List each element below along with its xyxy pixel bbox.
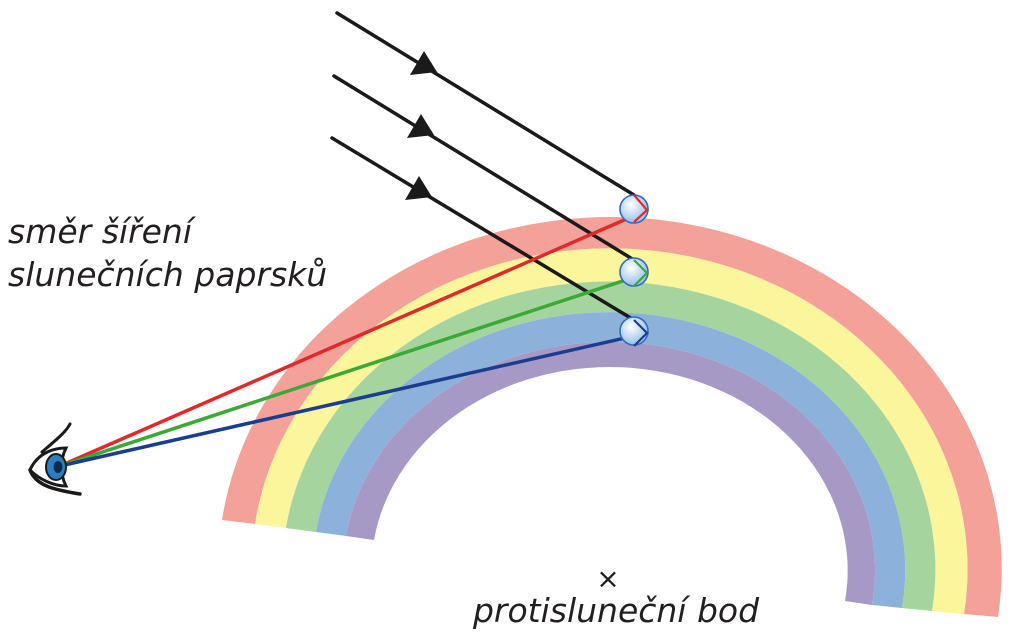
sun-direction-label-line2: slunečních paprsků	[8, 255, 327, 294]
sun-ray-1	[335, 11, 636, 197]
sun-ray-3	[330, 136, 636, 322]
raindrop-icon	[619, 194, 649, 224]
raindrops	[619, 194, 649, 347]
ray-green	[58, 271, 649, 468]
rainbow	[222, 217, 1002, 618]
arrowhead-icon	[407, 114, 434, 138]
arrowhead-icon	[410, 51, 437, 75]
sun-ray-arrowheads	[405, 51, 437, 200]
eye-icon	[28, 422, 82, 496]
arrowhead-icon	[405, 176, 432, 200]
raindrop-icon	[619, 316, 649, 347]
sun-rays	[330, 11, 636, 322]
raindrop-icon	[619, 257, 649, 287]
reflected-rays	[58, 208, 649, 468]
antisolar-point-label: protisluneční bod	[472, 591, 760, 630]
sun-ray-2	[332, 74, 636, 262]
ray-red	[58, 208, 649, 468]
antisolar-point-marker: ×	[596, 562, 619, 595]
ray-blue	[58, 331, 649, 468]
sun-direction-label-line1: směr šíření	[8, 212, 197, 251]
